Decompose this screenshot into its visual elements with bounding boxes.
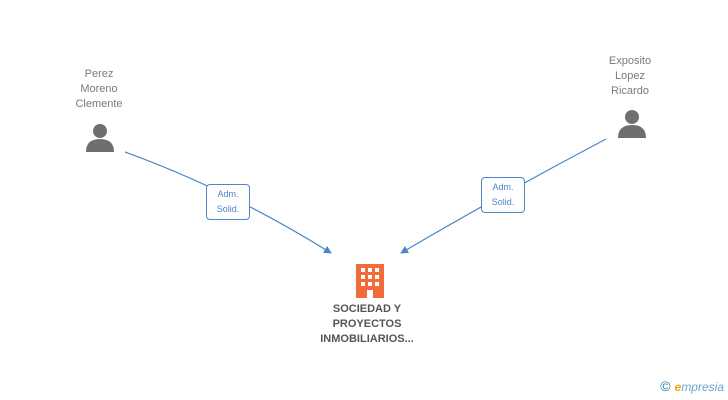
person-name-line: Perez xyxy=(84,68,114,80)
edge-label-line: Solid. xyxy=(216,204,240,214)
person-name-line: Moreno xyxy=(80,83,118,95)
brand-name: mpresia xyxy=(681,380,724,394)
edge-label-exposito[interactable]: Adm. Solid. xyxy=(481,177,525,213)
person-label-perez[interactable]: Perez Moreno Clemente xyxy=(39,67,159,112)
company-name-line: INMOBILIARIOS... xyxy=(320,333,414,345)
person-label-exposito[interactable]: Exposito Lopez Ricardo xyxy=(570,54,690,99)
person-name-line: Ricardo xyxy=(611,85,649,97)
person-icon[interactable] xyxy=(84,122,116,152)
company-label[interactable]: SOCIEDAD Y PROYECTOS INMOBILIARIOS... xyxy=(287,302,447,347)
edge-label-line: Adm. xyxy=(217,189,239,199)
brand-initial: e xyxy=(674,380,682,394)
company-name-line: PROYECTOS xyxy=(332,318,402,330)
company-name-line: SOCIEDAD Y xyxy=(332,303,402,315)
person-name-line: Lopez xyxy=(615,70,645,82)
building-icon[interactable] xyxy=(353,262,387,298)
person-name-line: Clemente xyxy=(75,98,123,110)
edge-label-line: Solid. xyxy=(491,197,515,207)
brand-watermark: ©empresia xyxy=(660,378,724,394)
person-name-line: Exposito xyxy=(608,55,652,67)
edge-label-perez[interactable]: Adm. Solid. xyxy=(206,184,250,220)
copyright-icon: © xyxy=(660,378,671,394)
edge-label-line: Adm. xyxy=(492,182,514,192)
person-icon[interactable] xyxy=(616,108,648,138)
